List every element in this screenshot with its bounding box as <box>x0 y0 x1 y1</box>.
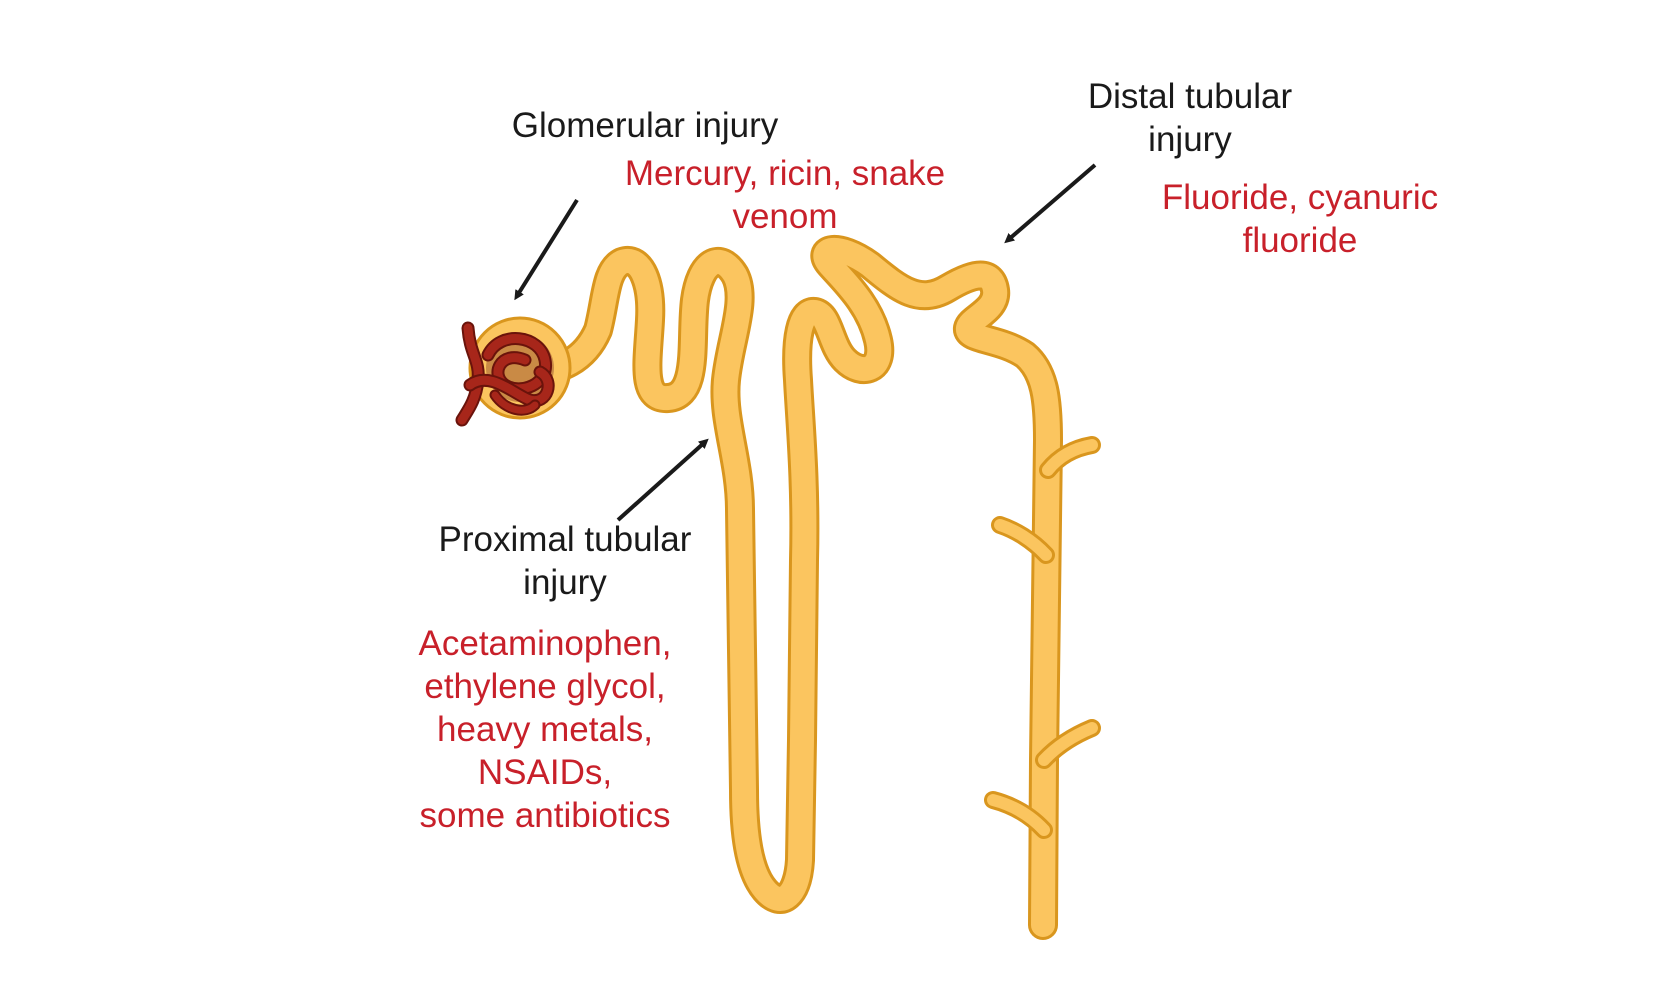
glomerular-agents-line-1: Mercury, ricin, snake <box>624 154 946 193</box>
glomerulus-icon <box>455 316 572 427</box>
proximal-title-line-1: Proximal tubular <box>438 520 692 559</box>
proximal-agents-line-2: ethylene glycol, <box>424 667 666 706</box>
glomerular-injury-title: Glomerular injury <box>450 104 840 147</box>
distal-title-line-1: Distal tubular <box>1087 77 1293 116</box>
proximal-arrow-icon <box>616 438 709 522</box>
distal-injury-title: Distal tubular injury <box>1040 75 1340 161</box>
proximal-title-line-2: injury <box>523 563 607 602</box>
glomerular-arrow-icon <box>514 198 579 301</box>
glomerular-title-line: Glomerular injury <box>511 106 779 145</box>
nephron-illustration <box>455 235 1101 940</box>
glomerular-agents-line-2: venom <box>732 197 838 236</box>
distal-agents: Fluoride, cyanuric fluoride <box>1120 176 1480 262</box>
collecting-duct-branches <box>984 436 1101 839</box>
proximal-agents-line-4: NSAIDs, <box>477 753 613 792</box>
proximal-agents-line-1: Acetaminophen, <box>418 624 672 663</box>
distal-title-line-2: injury <box>1148 120 1232 159</box>
tubule <box>513 235 1063 940</box>
proximal-agents: Acetaminophen, ethylene glycol, heavy me… <box>375 622 715 837</box>
distal-arrow-icon <box>1004 163 1097 244</box>
proximal-injury-title: Proximal tubular injury <box>405 518 725 604</box>
glomerular-agents: Mercury, ricin, snake venom <box>575 152 995 238</box>
proximal-agents-line-5: some antibiotics <box>419 796 671 835</box>
proximal-agents-line-3: heavy metals, <box>437 710 653 749</box>
distal-agents-line-2: fluoride <box>1242 221 1358 260</box>
distal-agents-line-1: Fluoride, cyanuric <box>1161 178 1439 217</box>
